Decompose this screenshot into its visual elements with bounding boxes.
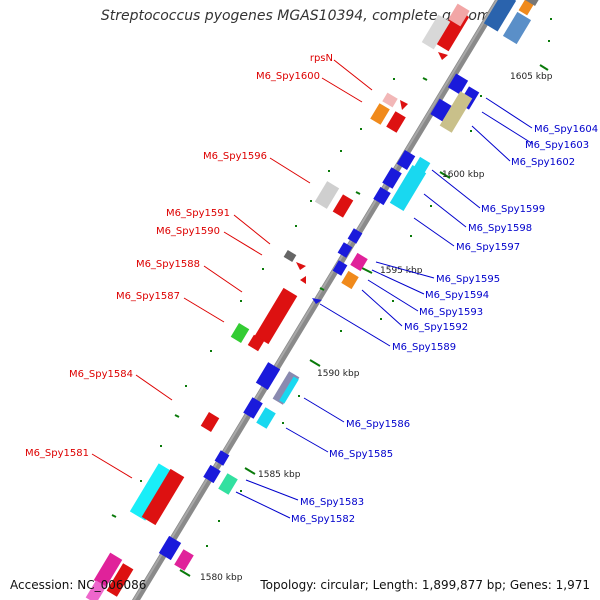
tick-marks: [111, 64, 549, 577]
gene-feature[interactable]: [448, 3, 470, 27]
gene-label-left[interactable]: M6_Spy1591: [166, 208, 230, 219]
gene-feature[interactable]: [214, 450, 230, 466]
gene-label-right[interactable]: M6_Spy1592: [404, 322, 468, 333]
gene-label-right[interactable]: M6_Spy1597: [456, 242, 520, 253]
gene-feature[interactable]: [141, 468, 185, 526]
gene-feature[interactable]: [438, 52, 448, 60]
gene-feature[interactable]: [347, 228, 363, 244]
gene-label-right[interactable]: M6_Spy1586: [346, 419, 410, 430]
gene-feature[interactable]: [341, 270, 359, 290]
gene-feature[interactable]: [332, 260, 348, 276]
gene-label-right[interactable]: M6_Spy1585: [329, 449, 393, 460]
topology-text: Topology: circular; Length: 1,899,877 bp…: [260, 578, 590, 592]
accession-text: Accession: NC_006086: [10, 578, 147, 592]
gene-feature[interactable]: [174, 549, 194, 571]
gene-feature[interactable]: [247, 334, 265, 352]
gene-feature[interactable]: [300, 276, 306, 284]
gene-feature[interactable]: [524, 0, 544, 6]
gene-label-right[interactable]: M6_Spy1604: [534, 124, 598, 135]
gene-feature[interactable]: [421, 14, 451, 50]
gene-feature[interactable]: [254, 287, 298, 345]
gene-feature[interactable]: [386, 111, 406, 133]
gene-feature[interactable]: [85, 580, 107, 600]
gene-label-right[interactable]: M6_Spy1598: [468, 223, 532, 234]
gene-feature[interactable]: [203, 464, 221, 484]
gene-feature[interactable]: [93, 552, 123, 588]
gene-label-right[interactable]: M6_Spy1599: [481, 204, 545, 215]
kbp-label-1580: 1580 kbp: [200, 573, 243, 583]
kbp-label-1595: 1595 kbp: [380, 266, 423, 276]
gene-label-right[interactable]: M6_Spy1593: [419, 307, 483, 318]
kbp-label-1600: 1600 kbp: [442, 170, 485, 180]
gene-feature[interactable]: [256, 407, 276, 429]
gene-feature[interactable]: [373, 186, 391, 206]
gene-feature[interactable]: [337, 242, 353, 258]
gene-feature[interactable]: [129, 463, 175, 521]
gene-label-right[interactable]: M6_Spy1595: [436, 274, 500, 285]
gene-label-right[interactable]: M6_Spy1582: [291, 514, 355, 525]
kbp-label-1605: 1605 kbp: [510, 72, 553, 82]
gene-feature[interactable]: [312, 298, 322, 304]
gene-label-left[interactable]: M6_Spy1587: [116, 291, 180, 302]
kbp-label-1585: 1585 kbp: [258, 470, 301, 480]
gene-label-left[interactable]: M6_Spy1588: [136, 259, 200, 270]
gene-feature[interactable]: [370, 103, 390, 125]
gene-label-right[interactable]: M6_Spy1602: [511, 157, 575, 168]
gene-feature[interactable]: [405, 156, 431, 188]
gene-label-left[interactable]: M6_Spy1596: [203, 151, 267, 162]
gene-feature[interactable]: [243, 397, 263, 419]
gene-label-left[interactable]: M6_Spy1600: [256, 71, 320, 82]
gene-feature[interactable]: [447, 73, 469, 95]
gene-feature[interactable]: [382, 92, 398, 108]
gene-feature[interactable]: [255, 362, 281, 390]
gene-feature[interactable]: [502, 11, 532, 45]
gene-feature[interactable]: [230, 323, 250, 343]
right-label-connectors: [235, 97, 534, 519]
map-title: Streptococcus pyogenes MGAS10394, comple…: [100, 8, 500, 24]
gene-feature[interactable]: [218, 473, 238, 495]
position-dots: [140, 18, 552, 547]
gene-feature[interactable]: [430, 98, 452, 122]
gene-feature[interactable]: [158, 535, 182, 561]
gene-label-right[interactable]: M6_Spy1589: [392, 342, 456, 353]
gene-label-right[interactable]: M6_Spy1603: [525, 140, 589, 151]
gene-feature[interactable]: [396, 150, 416, 170]
gene-feature[interactable]: [483, 0, 517, 32]
gene-feature[interactable]: [283, 249, 297, 263]
gene-feature[interactable]: [279, 376, 299, 404]
gene-feature[interactable]: [382, 167, 402, 189]
gene-feature[interactable]: [439, 91, 473, 133]
gene-feature[interactable]: [200, 412, 220, 432]
gene-label-right[interactable]: M6_Spy1583: [300, 497, 364, 508]
gene-feature[interactable]: [332, 194, 354, 218]
gene-label-right[interactable]: M6_Spy1594: [425, 290, 489, 301]
gene-feature[interactable]: [296, 262, 306, 270]
kbp-label-1590: 1590 kbp: [317, 369, 360, 379]
gene-label-left[interactable]: rpsN: [310, 53, 333, 64]
gene-label-left[interactable]: M6_Spy1581: [25, 448, 89, 459]
gene-feature[interactable]: [400, 100, 408, 110]
gene-label-left[interactable]: M6_Spy1590: [156, 226, 220, 237]
gene-label-left[interactable]: M6_Spy1584: [69, 369, 133, 380]
gene-feature[interactable]: [314, 181, 340, 209]
left-label-connectors: [91, 59, 373, 479]
gene-feature[interactable]: [350, 252, 368, 272]
gene-feature[interactable]: [106, 563, 134, 597]
